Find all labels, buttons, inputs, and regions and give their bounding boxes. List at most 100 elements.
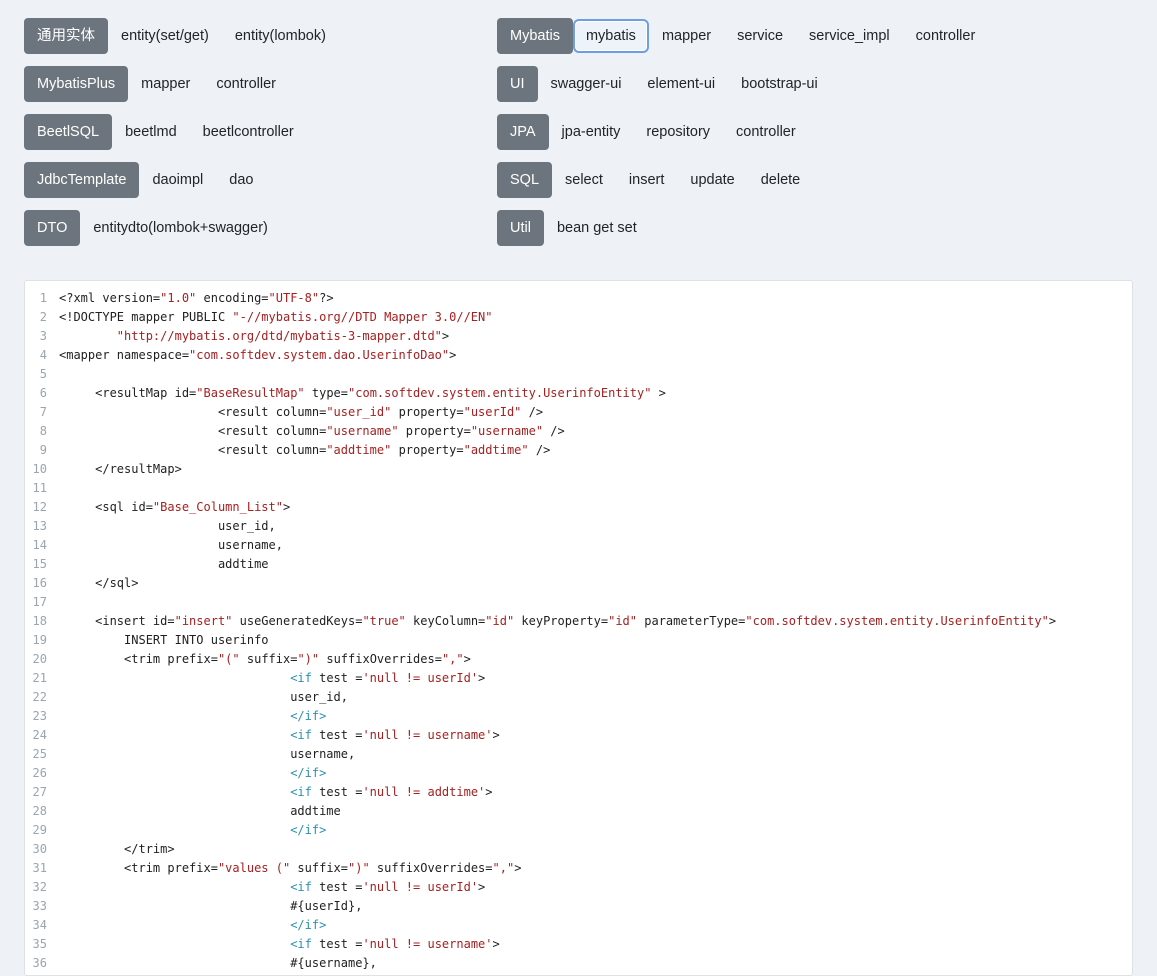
group-button-mybatis[interactable]: Mybatis — [497, 18, 573, 54]
template-item-insert[interactable]: insert — [628, 172, 665, 188]
toolbar-left-column: 通用实体 entity(set/get) entity(lombok) Mybatis… — [24, 18, 497, 258]
template-item-bootstrap-ui[interactable]: bootstrap-ui — [741, 76, 818, 92]
line-number: 23 — [32, 709, 47, 723]
template-item-delete[interactable]: delete — [760, 172, 801, 188]
line-number: 6 — [39, 386, 47, 400]
code-text: <if test ='null != addtime'> — [290, 785, 493, 799]
template-item-controller[interactable]: controller — [216, 76, 276, 92]
button-group-mybatis-plus: MybatisPlus mapper controller — [24, 66, 497, 102]
group-button-ui[interactable]: UI — [497, 66, 538, 102]
line-number: 32 — [32, 880, 47, 894]
button-group-sql: SQL select insert update delete — [497, 162, 1133, 198]
line-number: 3 — [39, 329, 47, 343]
code-line-28: 28 addtime — [25, 802, 1132, 821]
template-item-bean-get-set[interactable]: bean get set — [556, 220, 637, 236]
code-line-20: 20 <trim prefix="(" suffix=")" suffixOve… — [25, 650, 1132, 669]
group-button-common-entity[interactable]: 通用实体 — [24, 18, 108, 54]
template-item-controller[interactable]: controller — [915, 28, 976, 44]
code-line-13: 13 user_id, — [25, 517, 1132, 536]
template-item-dao[interactable]: dao — [229, 172, 254, 188]
code-line-35: 35 <if test ='null != username'> — [25, 935, 1132, 954]
code-line-6: 6 <resultMap id="BaseResultMap" type="co… — [25, 384, 1132, 403]
line-number: 21 — [32, 671, 47, 685]
template-item-select[interactable]: select — [565, 172, 603, 188]
template-item-element-ui[interactable]: element-ui — [647, 76, 716, 92]
code-line-3: 3 "http://mybatis.org/dtd/mybatis-3-mapp… — [25, 327, 1132, 346]
code-text: #{username}, — [59, 956, 377, 970]
template-item-mapper[interactable]: mapper — [661, 28, 712, 44]
code-line-33: 33 #{userId}, — [25, 897, 1132, 916]
code-line-21: 21 <if test ='null != userId'> — [25, 669, 1132, 688]
code-text: </sql> — [59, 576, 139, 590]
code-text: <result column="username" property="user… — [59, 424, 565, 438]
code-text: username, — [59, 538, 283, 552]
code-text: <?xml version="1.0" encoding="UTF-8"?> — [59, 291, 334, 305]
code-line-34: 34 </if> — [25, 916, 1132, 935]
code-line-10: 10 </resultMap> — [25, 460, 1132, 479]
group-button-jdbctemplate[interactable]: JdbcTemplate — [24, 162, 140, 198]
code-text: <resultMap id="BaseResultMap" type="com.… — [59, 386, 666, 400]
template-item-beetlmd[interactable]: beetlmd — [125, 124, 177, 140]
line-number: 35 — [32, 937, 47, 951]
group-button-mybatis-plus[interactable]: MybatisPlus — [24, 66, 129, 102]
line-number: 12 — [32, 500, 47, 514]
code-line-18: 18 <insert id="insert" useGeneratedKeys=… — [25, 612, 1132, 631]
line-number: 29 — [32, 823, 47, 837]
code-editor[interactable]: 1<?xml version="1.0" encoding="UTF-8"?>2… — [24, 280, 1133, 976]
code-line-26: 26 </if> — [25, 764, 1132, 783]
button-group-jdbctemplate: JdbcTemplate daoimpl dao — [24, 162, 497, 198]
template-item-entity-lombok[interactable]: entity(lombok) — [234, 28, 326, 44]
code-lines: 1<?xml version="1.0" encoding="UTF-8"?>2… — [25, 289, 1132, 973]
template-item-service-impl[interactable]: service_impl — [809, 28, 890, 44]
template-item-swagger-ui[interactable]: swagger-ui — [550, 76, 622, 92]
code-text: </if> — [290, 918, 327, 932]
code-text: <mapper namespace="com.softdev.system.da… — [59, 348, 457, 362]
template-item-repository[interactable]: repository — [646, 124, 711, 140]
group-button-sql[interactable]: SQL — [497, 162, 553, 198]
line-number: 8 — [39, 424, 47, 438]
code-line-19: 19 INSERT INTO userinfo — [25, 631, 1132, 650]
template-item-beetlcontroller[interactable]: beetlcontroller — [202, 124, 294, 140]
template-item-controller[interactable]: controller — [736, 124, 796, 140]
line-number: 13 — [32, 519, 47, 533]
group-button-util[interactable]: Util — [497, 210, 544, 246]
group-button-jpa[interactable]: JPA — [497, 114, 549, 150]
code-line-5: 5 — [25, 365, 1132, 384]
template-item-entitydto-lombok-swagger[interactable]: entitydto(lombok+swagger) — [93, 220, 268, 236]
code-line-24: 24 <if test ='null != username'> — [25, 726, 1132, 745]
group-button-dto[interactable]: DTO — [24, 210, 81, 246]
line-number: 27 — [32, 785, 47, 799]
template-item-jpa-entity[interactable]: jpa-entity — [561, 124, 621, 140]
code-line-7: 7 <result column="user_id" property="use… — [25, 403, 1132, 422]
code-text: INSERT INTO userinfo — [59, 633, 269, 647]
code-text: </if> — [290, 823, 327, 837]
template-item-mapper[interactable]: mapper — [141, 76, 191, 92]
code-text: </if> — [290, 766, 327, 780]
line-number: 16 — [32, 576, 47, 590]
code-line-27: 27 <if test ='null != addtime'> — [25, 783, 1132, 802]
template-item-daoimpl[interactable]: daoimpl — [152, 172, 204, 188]
line-number: 28 — [32, 804, 47, 818]
template-item-service[interactable]: service — [737, 28, 784, 44]
line-number: 19 — [32, 633, 47, 647]
button-group-jpa: JPA jpa-entity repository controller — [497, 114, 1133, 150]
template-item-update[interactable]: update — [690, 172, 735, 188]
line-number: 33 — [32, 899, 47, 913]
code-line-12: 12 <sql id="Base_Column_List"> — [25, 498, 1132, 517]
line-number: 26 — [32, 766, 47, 780]
code-line-25: 25 username, — [25, 745, 1132, 764]
line-number: 10 — [32, 462, 47, 476]
code-text: <if test ='null != userId'> — [290, 880, 486, 894]
template-item-mybatis-selected[interactable]: mybatis — [572, 19, 649, 53]
button-group-ui: UI swagger-ui element-ui bootstrap-ui — [497, 66, 1133, 102]
group-button-beetlsql[interactable]: BeetlSQL — [24, 114, 113, 150]
code-line-29: 29 </if> — [25, 821, 1132, 840]
code-line-23: 23 </if> — [25, 707, 1132, 726]
template-item-entity-set-get[interactable]: entity(set/get) — [121, 28, 209, 44]
line-number: 24 — [32, 728, 47, 742]
line-number: 22 — [32, 690, 47, 704]
line-number: 4 — [39, 348, 47, 362]
code-line-31: 31 <trim prefix="values (" suffix=")" su… — [25, 859, 1132, 878]
code-line-11: 11 — [25, 479, 1132, 498]
